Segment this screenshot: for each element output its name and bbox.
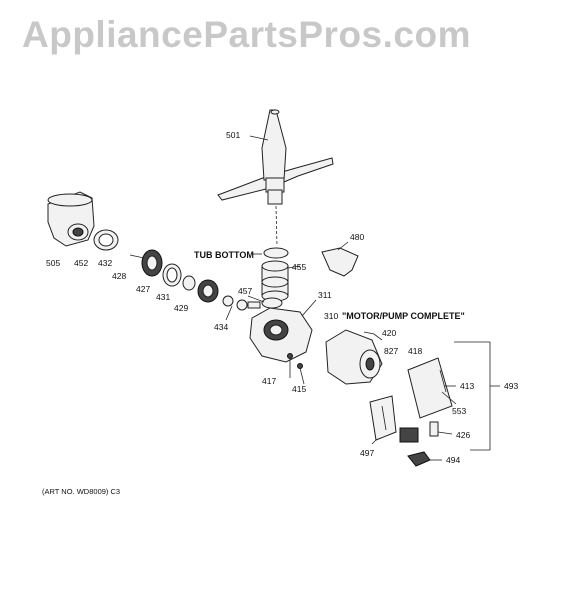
art-number: (ART NO. WD8009) C3	[42, 487, 120, 496]
label-501: 501	[226, 130, 240, 140]
washer-417	[287, 353, 293, 359]
label-420: 420	[382, 328, 396, 338]
label-431: 431	[156, 292, 170, 302]
washer-part	[182, 275, 196, 291]
label-497: 497	[360, 448, 374, 458]
watermark-logo: AppliancePartsPros.com	[22, 14, 471, 55]
label-428: 428	[112, 271, 126, 281]
label-427: 427	[136, 284, 150, 294]
tub-bottom-ring	[263, 247, 289, 259]
pump-cover-part	[197, 279, 219, 303]
part-494	[407, 451, 431, 467]
impeller-part	[129, 249, 163, 277]
washer-415	[297, 363, 303, 369]
label-429: 429	[174, 303, 188, 313]
label-426: 426	[456, 430, 470, 440]
clamp-part	[93, 229, 119, 251]
label-310: 310	[324, 311, 338, 321]
group-bracket-493	[454, 341, 491, 451]
label-452: 452	[74, 258, 88, 268]
switch-426-part	[429, 421, 439, 437]
label-553: 553	[452, 406, 466, 416]
spray-arm-part	[217, 109, 334, 205]
bracket-part	[407, 357, 453, 419]
bellows-part	[261, 260, 289, 302]
fastener-part	[222, 295, 261, 311]
label-432: 432	[98, 258, 112, 268]
label-457: 457	[238, 286, 252, 296]
hose-clamp-part	[261, 297, 283, 309]
label-415: 415	[292, 384, 306, 394]
label-311: 311	[318, 290, 332, 300]
label-494: 494	[446, 455, 460, 465]
filter-housing-part	[47, 191, 95, 247]
pump-housing-part	[249, 307, 313, 363]
label-motor-pump: "MOTOR/PUMP COMPLETE"	[342, 311, 465, 321]
label-434: 434	[214, 322, 228, 332]
label-827: 827	[384, 346, 398, 356]
label-480: 480	[350, 232, 364, 242]
motor-part	[325, 329, 383, 385]
label-505: 505	[46, 258, 60, 268]
motor-mount-part	[369, 395, 397, 441]
label-413: 413	[460, 381, 474, 391]
seal-ring-part	[162, 263, 182, 287]
relay-part	[399, 427, 419, 443]
guard-part	[321, 247, 359, 277]
label-418: 418	[408, 346, 422, 356]
label-493: 493	[504, 381, 518, 391]
label-tub-bottom: TUB BOTTOM	[194, 250, 254, 260]
label-417: 417	[262, 376, 276, 386]
label-455: 455	[292, 262, 306, 272]
